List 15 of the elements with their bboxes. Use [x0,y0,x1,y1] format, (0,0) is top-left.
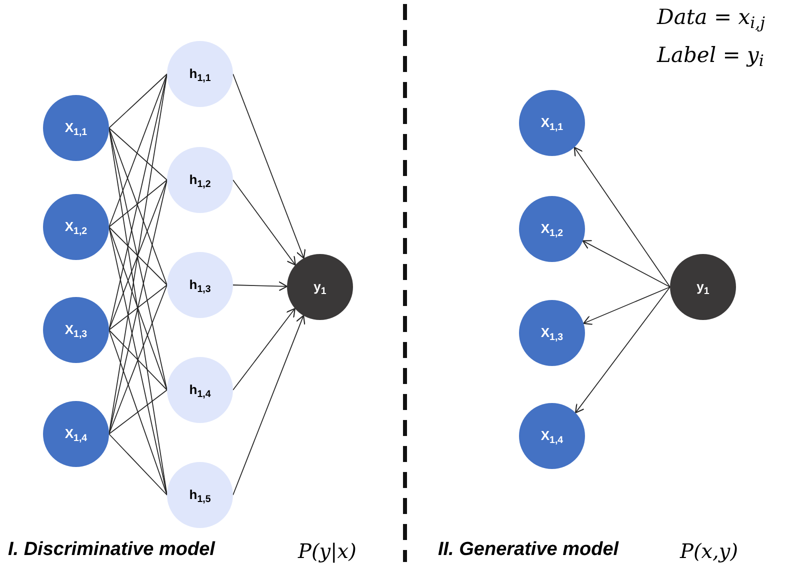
arrow [583,286,670,325]
arrow [582,240,670,288]
panel-title: II. Generative model [438,538,619,562]
arrow [574,286,670,414]
math-formula: P(y|x) [298,538,356,565]
arrow [232,315,306,496]
math-formula: Label = y$_{i}$ [657,42,764,72]
math-formula: P(x,y) [680,538,738,565]
arrow [232,180,296,266]
panel-title: I. Discriminative model [8,538,215,562]
arrow [232,74,306,259]
arrow [232,281,288,292]
arrow [232,308,296,390]
math-formula: Data = x$_{i,j}$ [657,4,766,34]
arrow [574,146,670,288]
